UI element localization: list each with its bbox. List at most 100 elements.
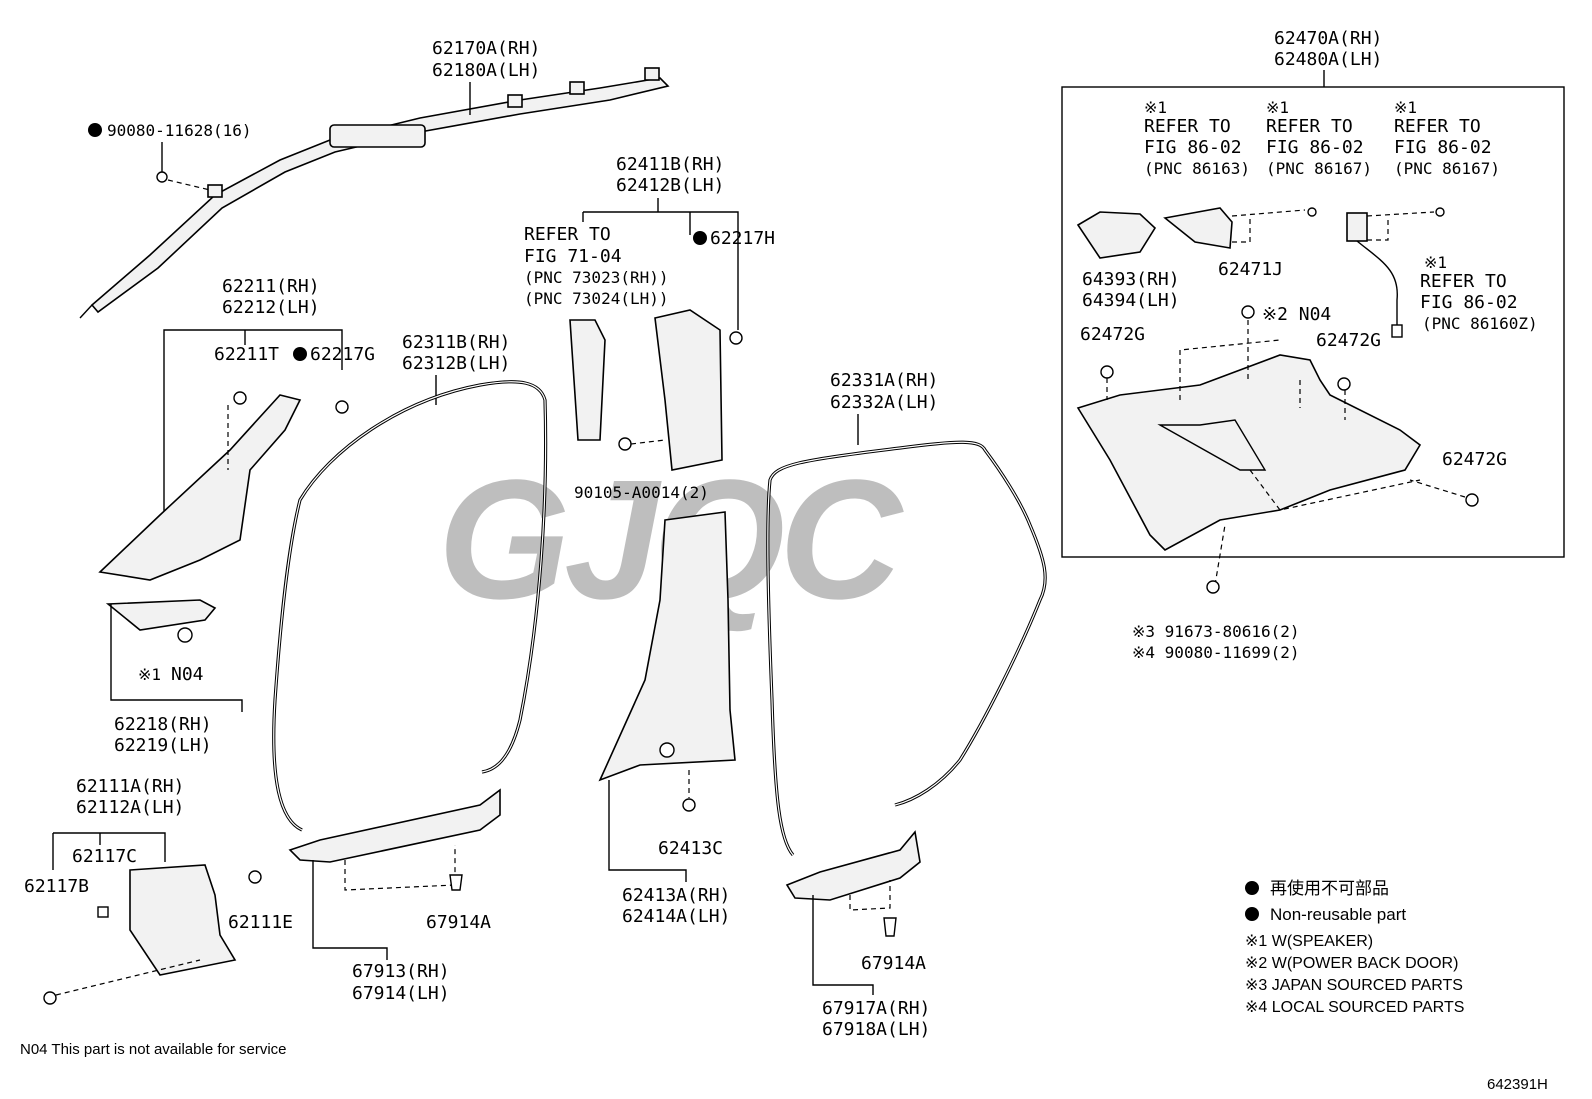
refer-c-line3: FIG 86-02 xyxy=(1394,137,1492,158)
callout-grille-lh: 64394(LH) xyxy=(1082,290,1180,311)
refer-71-line4: (PNC 73024(LH)) xyxy=(524,289,669,308)
callout-speaker-n04: N04 xyxy=(171,664,204,685)
callout-cowl-clip-c: 62117C xyxy=(72,846,137,867)
refer-a-line2: REFER TO xyxy=(1144,116,1231,137)
callout-quarter-clip-g1: 62472G xyxy=(1080,324,1145,345)
refer-a-line1: ※1 xyxy=(1144,98,1167,117)
pin-icon xyxy=(335,400,349,414)
callout-speaker-cover-rh: 62218(RH) xyxy=(114,714,212,735)
callout-rear-scuff-clip: 67914A xyxy=(861,953,926,974)
legend-dot xyxy=(1245,881,1259,895)
callout-pillar-a-pin: 62217G xyxy=(310,344,375,365)
callout-quarter-clip-g2: 62472G xyxy=(1316,330,1381,351)
callout-front-scuff-rh: 67913(RH) xyxy=(352,961,450,982)
pillar-a-trim xyxy=(98,394,302,581)
clip-icon xyxy=(682,798,696,812)
callout-cowl-lh: 62112A(LH) xyxy=(76,797,184,818)
quarter-trim-window xyxy=(1157,419,1267,471)
callout-quarter-rh: 62470A(RH) xyxy=(1274,28,1382,49)
callout-pillar-b-rh: 62411B(RH) xyxy=(616,154,724,175)
speaker-icon xyxy=(177,627,193,643)
bolt-icon xyxy=(156,171,168,183)
refer-d-line3: FIG 86-02 xyxy=(1420,292,1518,313)
callout-pillar-b-clip: 62413C xyxy=(658,838,723,859)
clip-icon xyxy=(248,870,262,884)
callout-front-scuff-lh: 67914(LH) xyxy=(352,983,450,1004)
callout-airbag-bolt: 90080-11628(16) xyxy=(107,121,252,140)
screw-icon xyxy=(1435,207,1445,217)
callout-airbag-rh: 62170A(RH) xyxy=(432,38,540,59)
callout-pillar-a-clip: 62211T xyxy=(214,344,279,365)
refer-b-line4: (PNC 86167) xyxy=(1266,159,1372,178)
legend-note1: ※1 W(SPEAKER) xyxy=(1245,933,1373,950)
speaker-part xyxy=(1163,207,1233,249)
callout-quarter-clip-g3: 62472G xyxy=(1442,449,1507,470)
figure-id: 642391H xyxy=(1487,1076,1548,1093)
refer-71-line1: REFER TO xyxy=(524,224,611,245)
callout-pillar-b-pin: 62217H xyxy=(710,228,775,249)
callout-speaker-cover-lh: 62219(LH) xyxy=(114,735,212,756)
callout-cowl-clip-e: 62111E xyxy=(228,912,293,933)
speaker-grille-part xyxy=(1076,211,1157,259)
bracket-pillar-a xyxy=(163,329,343,515)
callout-rear-weather-rh: 62331A(RH) xyxy=(830,370,938,391)
nonreusable-dot xyxy=(693,231,707,245)
callout-rear-scuff-lh: 67918A(LH) xyxy=(822,1019,930,1040)
module-part xyxy=(1346,212,1368,242)
callout-rear-weather-lh: 62332A(LH) xyxy=(830,392,938,413)
refer-d-line2: REFER TO xyxy=(1420,271,1507,292)
wire-harness xyxy=(1356,240,1398,325)
callout-front-weather-lh: 62312B(LH) xyxy=(402,353,510,374)
refer-b-line1: ※1 xyxy=(1266,98,1289,117)
callout-pillar-b-bolt: 90105-A0014(2) xyxy=(574,483,709,502)
front-scuff-plate xyxy=(288,788,501,863)
connector-icon xyxy=(1391,324,1403,338)
bracket-speaker-cover xyxy=(110,604,243,712)
legend-nonreusable-jp: 再使用不可部品 xyxy=(1270,878,1389,898)
callout-quarter-clip-j: 62471J xyxy=(1218,259,1283,280)
refer-d-line4: (PNC 86160Z) xyxy=(1422,314,1538,333)
refer-a-line3: FIG 86-02 xyxy=(1144,137,1242,158)
refer-d-line1: ※1 xyxy=(1424,253,1447,272)
curtain-airbag-part xyxy=(79,67,670,319)
callout-grille-rh: 64393(RH) xyxy=(1082,269,1180,290)
clip-icon xyxy=(449,874,463,891)
bracket-rear-scuff xyxy=(812,895,874,995)
clip-icon xyxy=(883,917,897,937)
callout-front-scuff-clip: 67914A xyxy=(426,912,491,933)
clip-icon xyxy=(1241,305,1255,319)
legend-note2: ※2 W(POWER BACK DOOR) xyxy=(1245,955,1458,972)
callout-quarter-bolt-3: ※3 91673-80616(2) xyxy=(1132,622,1300,641)
pillar-b-upper-trim xyxy=(654,309,723,471)
clip-icon xyxy=(1465,493,1479,507)
screw-icon xyxy=(1307,207,1317,217)
legend-nonreusable-en: Non-reusable part xyxy=(1270,905,1406,924)
refer-71-line2: FIG 71-04 xyxy=(524,246,622,267)
callout-pillar-b-lh: 62412B(LH) xyxy=(616,175,724,196)
clip-icon xyxy=(233,391,247,405)
refer-c-line1: ※1 xyxy=(1394,98,1417,117)
callout-rear-scuff-rh: 67917A(RH) xyxy=(822,998,930,1019)
bolt-icon xyxy=(1206,580,1220,594)
bracket-front-scuff xyxy=(312,860,388,960)
callout-front-weather-rh: 62311B(RH) xyxy=(402,332,510,353)
refer-b-line3: FIG 86-02 xyxy=(1266,137,1364,158)
refer-71-line3: (PNC 73023(RH)) xyxy=(524,268,669,287)
legend: 再使用不可部品 Non-reusable part ※1 W(SPEAKER) … xyxy=(1245,878,1464,1016)
pillar-b-lower-trim xyxy=(598,511,736,782)
callout-cowl-clip-b: 62117B xyxy=(24,876,89,897)
refer-a-line4: (PNC 86163) xyxy=(1144,159,1250,178)
clip-icon xyxy=(1100,365,1114,379)
rear-scuff-plate xyxy=(785,830,921,901)
legend-note4: ※4 LOCAL SOURCED PARTS xyxy=(1245,999,1464,1016)
bracket-cowl xyxy=(52,832,166,870)
callout-quarter-bolt-4: ※4 90080-11699(2) xyxy=(1132,643,1300,662)
callout-pillar-b-lower-rh: 62413A(RH) xyxy=(622,885,730,906)
callout-pillar-a-rh: 62211(RH) xyxy=(222,276,320,297)
legend-dot xyxy=(1245,907,1259,921)
refer-c-line4: (PNC 86167) xyxy=(1394,159,1500,178)
bracket-pillar-b xyxy=(582,198,739,330)
callout-quarter-n04: ※2 N04 xyxy=(1262,304,1331,325)
